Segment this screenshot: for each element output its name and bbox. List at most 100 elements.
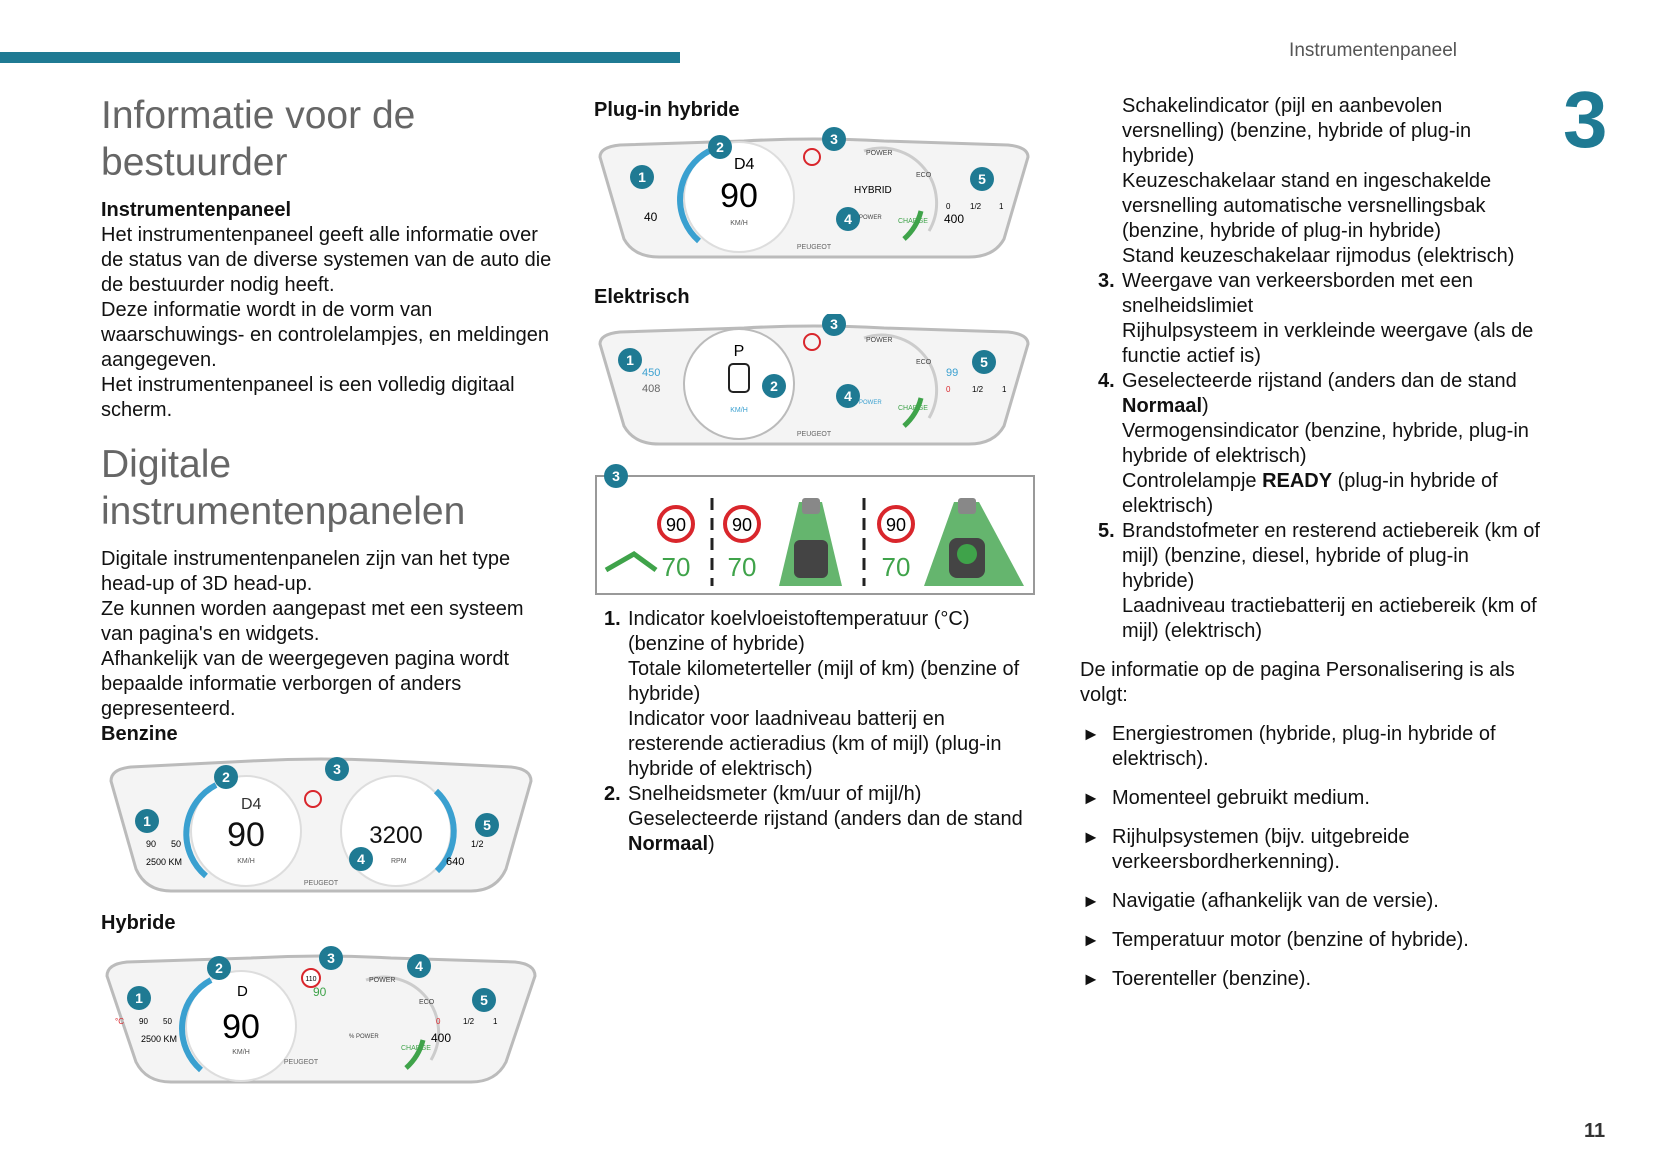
range-primary: 450 bbox=[642, 367, 660, 379]
callout-3: 3 bbox=[319, 946, 343, 970]
bullet-triangle-icon: ► bbox=[1082, 891, 1100, 911]
acc-speed: 70 bbox=[882, 552, 911, 582]
hybride-cluster-figure: D 90 KM/H 110 90 POWER ECO CHARGE % POWE… bbox=[105, 946, 537, 1084]
title-digitale: Digitale instrumentenpanelen bbox=[101, 443, 466, 533]
power-percent-label: % POWER bbox=[349, 1034, 379, 1040]
svg-text:2: 2 bbox=[215, 960, 223, 976]
gear-indicator: D4 bbox=[241, 796, 262, 813]
label-hybride: Hybride bbox=[101, 912, 176, 934]
label-benzine: Benzine bbox=[101, 723, 178, 745]
speed-unit: KM/H bbox=[730, 220, 748, 227]
callout-2: 2 bbox=[207, 956, 231, 980]
list-item: 3. Weergave van verkeersborden met een s… bbox=[1098, 270, 1534, 367]
speed-unit: KM/H bbox=[237, 858, 255, 865]
fuel-1: 1 bbox=[999, 202, 1004, 211]
legend-list-middle: 1. Indicator koelvloeistoftemperatuur (°… bbox=[594, 607, 1034, 857]
label-elektrisch: Elektrisch bbox=[594, 286, 690, 308]
list-item: ►Temperatuur motor (benzine of hybride). bbox=[1082, 929, 1469, 951]
fuel-half: 1/2 bbox=[972, 385, 984, 394]
callout-1: 1 bbox=[630, 165, 654, 189]
callout-2: 2 bbox=[708, 135, 732, 159]
callout-3: 3 bbox=[822, 314, 846, 336]
list-item: ►Rijhulpsystemen (bijv. uitgebreide verk… bbox=[1082, 826, 1410, 873]
charge-label: CHARGE bbox=[401, 1045, 431, 1052]
bullet-triangle-icon: ► bbox=[1082, 827, 1100, 847]
list-item: 4. Geselecteerde rijstand (anders dan de… bbox=[1098, 370, 1529, 517]
svg-text:1: 1 bbox=[135, 990, 143, 1006]
callout-5: 5 bbox=[970, 167, 994, 191]
svg-text:3: 3 bbox=[612, 468, 620, 484]
running-title: Instrumentenpaneel bbox=[1289, 40, 1457, 61]
fuel-half: 1/2 bbox=[471, 839, 484, 849]
temp-tick-50: 50 bbox=[171, 839, 181, 849]
callout-3: 3 bbox=[604, 464, 628, 488]
svg-text:2: 2 bbox=[770, 378, 778, 394]
list-item: ►Navigatie (afhankelijk van de versie). bbox=[1082, 890, 1439, 912]
gear-indicator: P bbox=[734, 343, 745, 360]
gear-indicator: D4 bbox=[734, 156, 755, 173]
para: Deze informatie wordt in de vorm van waa… bbox=[101, 299, 550, 371]
header-accent-bar bbox=[0, 52, 680, 63]
speed-limit-sign: 90 bbox=[732, 515, 752, 535]
svg-text:1: 1 bbox=[143, 813, 151, 829]
range-secondary: 408 bbox=[642, 383, 660, 395]
charge-label: CHARGE bbox=[898, 405, 928, 412]
gear-indicator: D bbox=[237, 983, 248, 1000]
page-number: 11 bbox=[1584, 1120, 1606, 1142]
list-continuation: Schakelindicator (pijl en aanbevolen ver… bbox=[1122, 95, 1515, 267]
svg-text:4: 4 bbox=[844, 211, 852, 227]
brand-label: PEUGEOT bbox=[284, 1059, 319, 1066]
bullet-triangle-icon: ► bbox=[1082, 724, 1100, 744]
para: Afhankelijk van de weergegeven pagina wo… bbox=[101, 648, 510, 720]
chapter-number: 3 bbox=[1563, 75, 1608, 164]
para: Ze kunnen worden aangepast met een syste… bbox=[101, 598, 524, 645]
label-plugin-hybride: Plug-in hybride bbox=[594, 99, 740, 121]
svg-text:3: 3 bbox=[327, 950, 335, 966]
acc-speed: 70 bbox=[728, 552, 757, 582]
personalisation-intro: De informatie op de pagina Personaliseri… bbox=[1080, 659, 1515, 706]
svg-text:5: 5 bbox=[980, 354, 988, 370]
list-item: ►Energiestromen (hybride, plug-in hybrid… bbox=[1082, 723, 1496, 770]
callout-5: 5 bbox=[472, 988, 496, 1012]
bullet-triangle-icon: ► bbox=[1082, 788, 1100, 808]
fuel-1: 1 bbox=[493, 1017, 498, 1026]
power-arc-label: POWER bbox=[866, 150, 892, 157]
svg-text:2: 2 bbox=[716, 139, 724, 155]
column-left: Informatie voor de bestuurder Instrument… bbox=[101, 92, 561, 1090]
svg-text:1: 1 bbox=[626, 352, 634, 368]
acc-speed: 90 bbox=[313, 985, 327, 999]
temp-tick-50: 50 bbox=[163, 1017, 172, 1026]
callout-4: 4 bbox=[836, 207, 860, 231]
callout-5: 5 bbox=[475, 813, 499, 837]
fuel-0: 0 bbox=[946, 385, 951, 394]
temp-tick-90: 90 bbox=[139, 1017, 148, 1026]
traffic-signs-figure: 3 90 70 90 70 90 70 bbox=[595, 464, 1035, 595]
callout-2: 2 bbox=[762, 374, 786, 398]
svg-text:5: 5 bbox=[978, 171, 986, 187]
speed-readout: 90 bbox=[227, 816, 265, 854]
svg-text:2: 2 bbox=[222, 769, 230, 785]
bullet-triangle-icon: ► bbox=[1082, 930, 1100, 950]
speed-limit-sign: 90 bbox=[886, 515, 906, 535]
eco-label: ECO bbox=[916, 359, 932, 366]
fuel-half: 1/2 bbox=[970, 202, 982, 211]
svg-text:5: 5 bbox=[480, 992, 488, 1008]
acc-speed: 70 bbox=[662, 552, 691, 582]
svg-text:4: 4 bbox=[844, 388, 852, 404]
fuel-half: 1/2 bbox=[463, 1017, 475, 1026]
svg-text:3: 3 bbox=[333, 761, 341, 777]
svg-text:5: 5 bbox=[483, 817, 491, 833]
rpm-readout: 3200 bbox=[369, 822, 422, 849]
svg-text:4: 4 bbox=[415, 958, 423, 974]
callout-4: 4 bbox=[836, 384, 860, 408]
svg-text:3: 3 bbox=[830, 316, 838, 332]
temp-unit: °C bbox=[115, 1017, 124, 1026]
callout-3: 3 bbox=[325, 757, 349, 781]
callout-1: 1 bbox=[127, 986, 151, 1010]
fuel-1: 1 bbox=[1002, 385, 1007, 394]
callout-2: 2 bbox=[214, 765, 238, 789]
drive-mode: HYBRID bbox=[854, 185, 892, 196]
ev-range: 40 bbox=[644, 210, 658, 224]
eco-label: ECO bbox=[419, 999, 435, 1006]
callout-1: 1 bbox=[618, 348, 642, 372]
